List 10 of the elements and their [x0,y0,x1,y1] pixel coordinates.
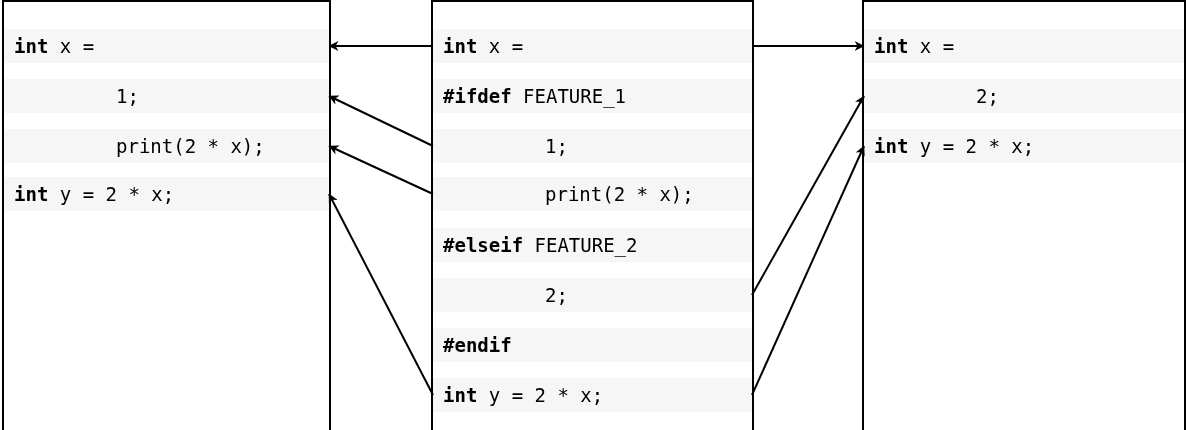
arrow [751,95,865,296]
arrow [328,145,434,195]
arrow [328,41,434,51]
arrow [328,193,434,396]
code-panel [2,0,331,430]
code-panel [862,0,1186,430]
arrow [328,95,434,147]
arrow [751,145,865,396]
arrow [751,41,865,51]
code-panel [431,0,754,430]
